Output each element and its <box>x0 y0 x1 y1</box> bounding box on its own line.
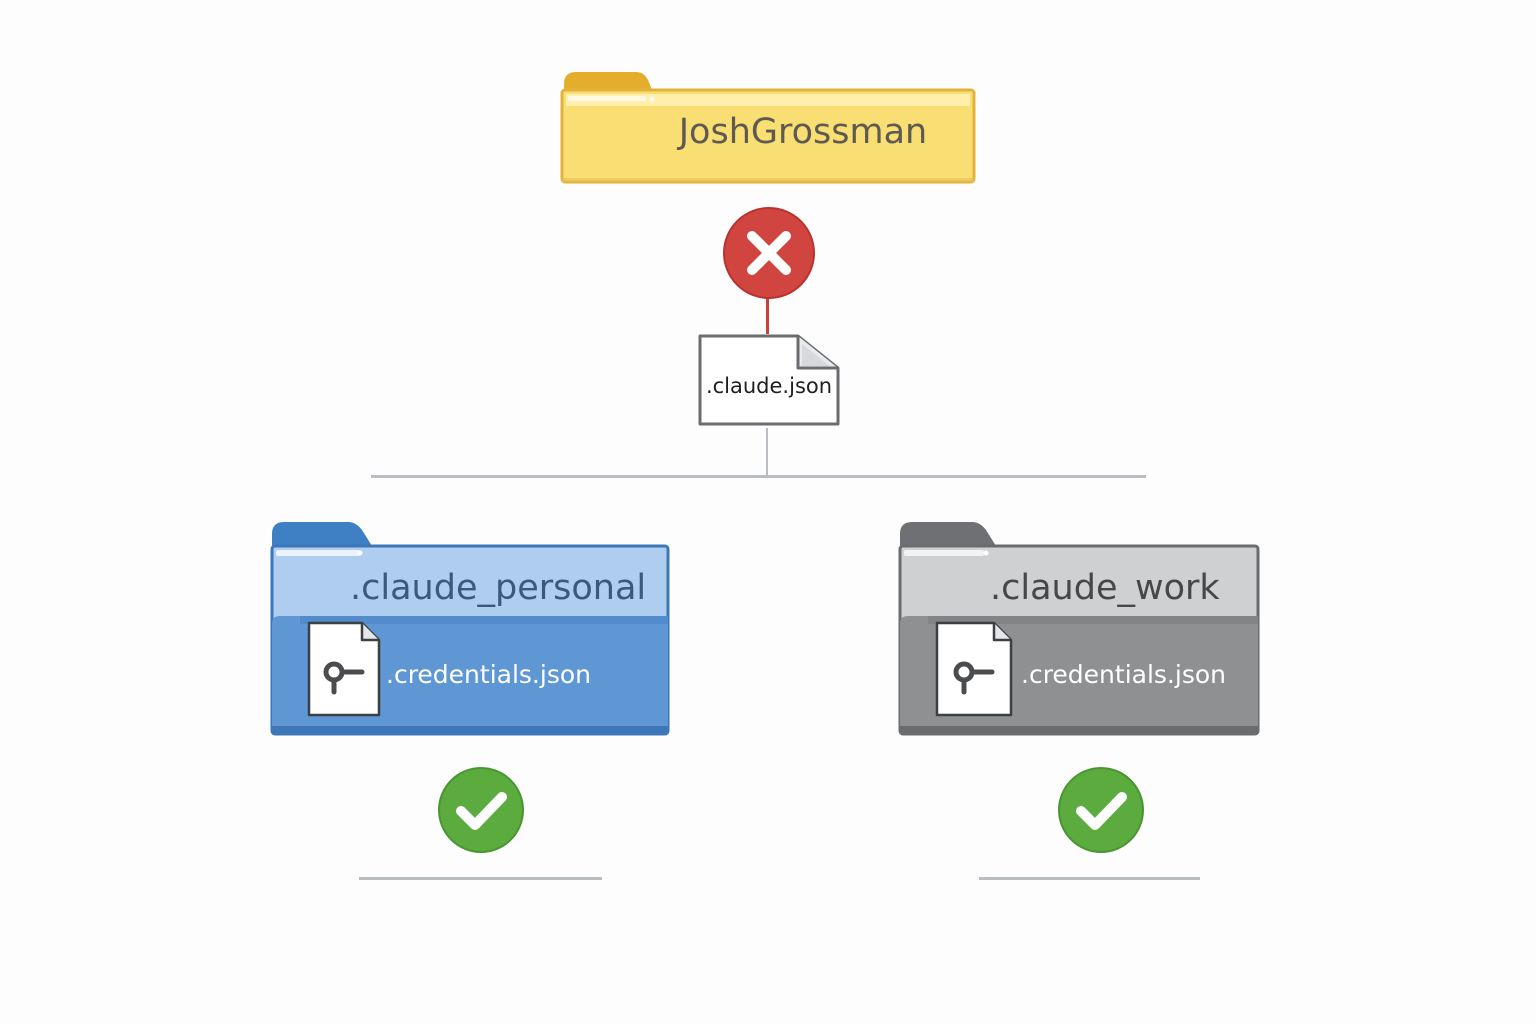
x-icon <box>723 207 815 299</box>
personal-credentials-file[interactable] <box>306 620 382 718</box>
root-folder-label: JoshGrossman <box>678 112 928 152</box>
work-baseline <box>979 877 1200 880</box>
blocked-badge <box>722 206 816 300</box>
key-document-icon <box>935 621 1013 717</box>
folder-icon <box>560 72 976 184</box>
work-credentials-label: .credentials.json <box>1021 660 1226 689</box>
check-icon <box>1058 767 1144 853</box>
check-icon <box>438 767 524 853</box>
config-file[interactable] <box>696 332 842 428</box>
personal-folder-label: .claude_personal <box>350 568 647 608</box>
personal-ok-badge <box>437 766 525 854</box>
root-to-config-connector <box>766 296 769 334</box>
branch-line <box>371 475 1146 478</box>
personal-baseline <box>359 877 602 880</box>
config-file-label: .claude.json <box>705 374 833 398</box>
config-to-branch-connector <box>766 428 768 476</box>
personal-credentials-label: .credentials.json <box>386 660 591 689</box>
work-folder-label: .claude_work <box>990 568 1220 608</box>
key-document-icon <box>307 621 381 717</box>
document-icon <box>698 334 840 426</box>
root-folder[interactable] <box>560 70 976 186</box>
work-ok-badge <box>1057 766 1145 854</box>
personal-profile-folder[interactable] <box>270 520 672 738</box>
work-profile-folder[interactable] <box>898 520 1262 738</box>
work-credentials-file[interactable] <box>934 620 1014 718</box>
